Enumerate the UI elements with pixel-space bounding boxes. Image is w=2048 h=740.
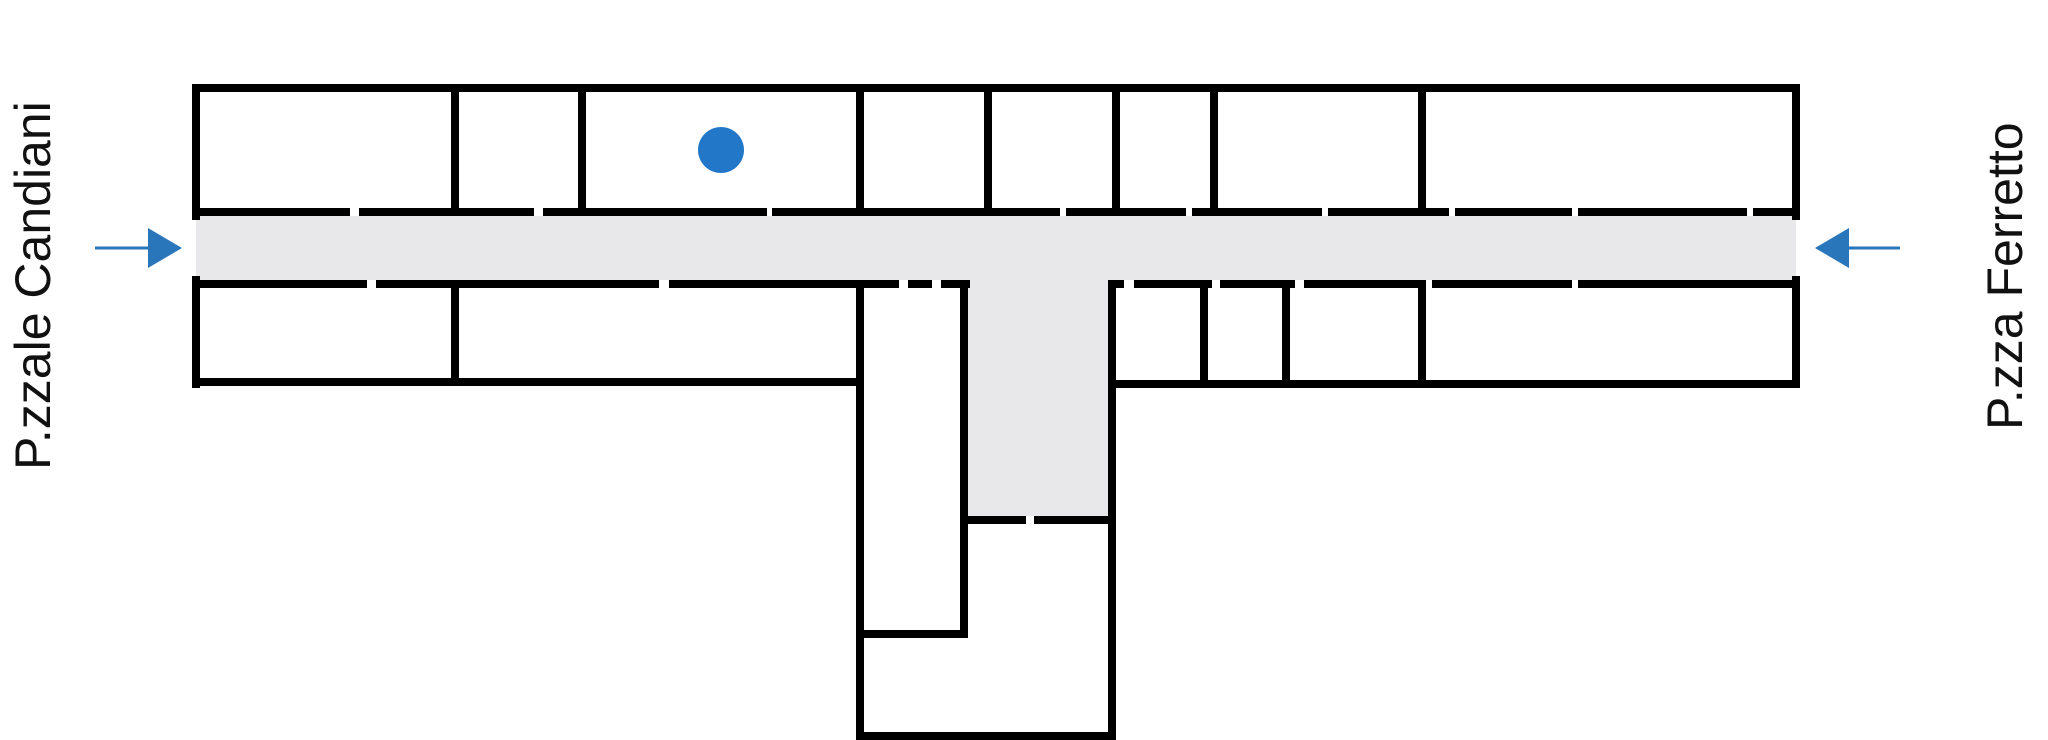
location-marker-icon[interactable]	[698, 127, 744, 173]
branch-corridor	[964, 280, 1112, 516]
corridor-layer	[196, 216, 1796, 516]
entrance-label-ferretto: P.zza Ferretto	[1977, 122, 2033, 430]
arrow-from-ferretto-icon	[1815, 228, 1900, 268]
wall-layer	[192, 84, 1800, 740]
arrow-from-candiani-icon	[95, 228, 182, 268]
entrance-label-candiani: P.zzale Candiani	[5, 101, 61, 470]
main-corridor	[196, 216, 1796, 280]
entrance-arrows	[95, 228, 1900, 268]
